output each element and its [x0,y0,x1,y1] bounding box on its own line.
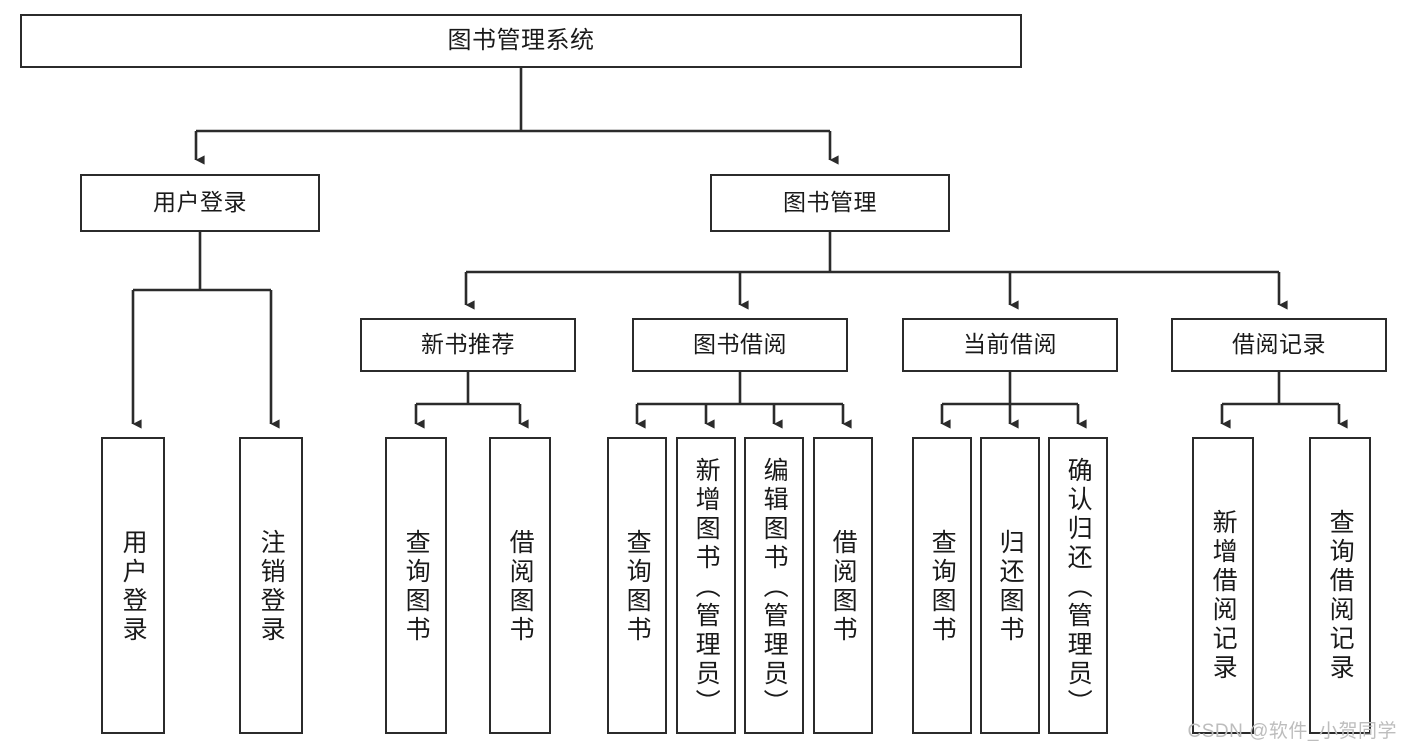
leaf-borrow-book-recommendation[interactable]: 借阅图书 [489,437,551,734]
node-label: 新增图书（管理员） [692,457,721,718]
node-label: 新书推荐 [421,331,515,358]
node-label: 借阅图书 [506,529,535,645]
leaf-edit-book-admin[interactable]: 编辑图书（管理员） [744,437,804,734]
leaf-query-book-recommendation[interactable]: 查询图书 [385,437,447,734]
leaf-user-logout[interactable]: 注销登录 [239,437,303,734]
node-label: 查询图书 [623,529,652,645]
node-label: 借阅图书 [829,529,858,645]
leaf-confirm-return-admin[interactable]: 确认归还（管理员） [1048,437,1108,734]
node-label: 图书管理 [783,189,877,216]
leaf-query-book-current[interactable]: 查询图书 [912,437,972,734]
node-book-borrowing[interactable]: 图书借阅 [632,318,848,372]
node-new-book-recommendation[interactable]: 新书推荐 [360,318,576,372]
node-label: 图书管理系统 [447,26,595,54]
node-label: 用户登录 [119,529,148,645]
node-label: 归还图书 [996,529,1025,645]
node-label: 图书借阅 [693,331,787,358]
node-root-book-management-system[interactable]: 图书管理系统 [20,14,1022,68]
node-label: 新增借阅记录 [1209,509,1238,683]
leaf-user-login[interactable]: 用户登录 [101,437,165,734]
node-current-borrowing[interactable]: 当前借阅 [902,318,1118,372]
leaf-borrow-book-borrowing[interactable]: 借阅图书 [813,437,873,734]
node-label: 编辑图书（管理员） [760,457,789,718]
node-book-management[interactable]: 图书管理 [710,174,950,232]
leaf-query-book-borrowing[interactable]: 查询图书 [607,437,667,734]
node-label: 查询图书 [402,529,431,645]
node-label: 借阅记录 [1232,331,1326,358]
node-label: 确认归还（管理员） [1064,457,1093,718]
leaf-return-book[interactable]: 归还图书 [980,437,1040,734]
leaf-query-borrowing-record[interactable]: 查询借阅记录 [1309,437,1371,734]
node-borrowing-record[interactable]: 借阅记录 [1171,318,1387,372]
leaf-add-book-admin[interactable]: 新增图书（管理员） [676,437,736,734]
node-label: 查询图书 [928,529,957,645]
csdn-watermark: CSDN @软件_小贺同学 [1187,721,1397,742]
node-label: 用户登录 [153,189,247,216]
node-user-login[interactable]: 用户登录 [80,174,320,232]
node-label: 注销登录 [257,529,286,645]
node-label: 查询借阅记录 [1326,509,1355,683]
node-label: 当前借阅 [963,331,1057,358]
leaf-add-borrowing-record[interactable]: 新增借阅记录 [1192,437,1254,734]
